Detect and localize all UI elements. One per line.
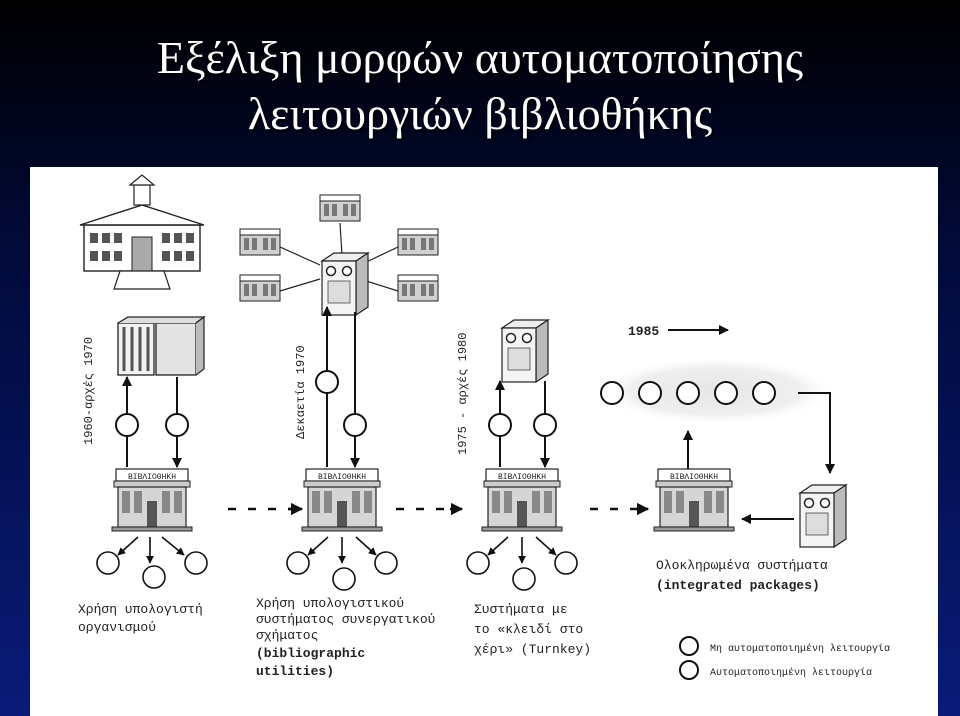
library-sign-4: ΒΙΒΛΙΟΘΗΚΗ [670, 473, 718, 482]
network-library-left-top [239, 228, 281, 256]
integrated-computer-icon [799, 484, 847, 548]
period-label-1970s: Δεκαετία 1970 [294, 345, 308, 439]
caption-organisation-computer: Χρήση υπολογιστή οργανισμού [78, 602, 211, 635]
caption-bibliographic-utilities: Χρήση υπολογιστικού συστήματος συνεργατι… [256, 596, 443, 679]
period-label-1985: 1985 [628, 324, 659, 339]
legend: Μη αυτοματοποιημένη λειτουργία Αυτοματοπ… [679, 636, 890, 680]
legend-automated-label: Αυτοματοποιημένη λειτουργία [710, 667, 872, 679]
title-line-1: Εξέλιξη μορφών αυτοματοποίησης [156, 32, 804, 83]
library-sign-2: ΒΙΒΛΙΟΘΗΚΗ [318, 473, 366, 482]
non-automated-functions [96, 536, 578, 591]
library-sign-3: ΒΙΒΛΙΟΘΗΚΗ [498, 473, 546, 482]
legend-automated-marker [679, 660, 699, 680]
organisation-building-icon [79, 174, 205, 290]
stage-3-flows [488, 380, 557, 468]
stage-2-flows [315, 306, 367, 468]
turnkey-computer-icon [501, 319, 549, 383]
stage-1-flows [115, 376, 189, 468]
legend-non-automated-marker [679, 636, 699, 656]
network-library-top [319, 194, 361, 222]
period-label-1975: 1975 - αρχές 1980 [456, 333, 470, 455]
utility-computer-icon [321, 252, 369, 316]
caption-turnkey-systems: Συστήματα με το «κλειδί στο χέρι» (Turnk… [474, 602, 591, 657]
network-library-right-top [397, 228, 439, 256]
network-library-right-bottom [397, 274, 439, 302]
mainframe-computer-icon [117, 315, 206, 376]
evolution-diagram: 1960-αρχές 1970 Δεκαετία 1970 1975 - αρχ… [78, 174, 890, 680]
legend-non-automated-label: Μη αυτοματοποιημένη λειτουργία [710, 643, 890, 655]
diagram-panel: 1960-αρχές 1970 Δεκαετία 1970 1975 - αρχ… [30, 167, 938, 716]
title-line-2: λειτουργιών βιβλιοθήκης [247, 88, 713, 139]
network-library-left-bottom [239, 274, 281, 302]
period-label-1960: 1960-αρχές 1970 [82, 337, 96, 445]
library-sign-1: ΒΙΒΛΙΟΘΗΚΗ [128, 473, 176, 482]
caption-integrated-packages: Ολοκληρωμένα συστήματα (integrated packa… [656, 558, 835, 593]
slide-title: Εξέλιξη μορφών αυτοματοποίησης λειτουργι… [0, 30, 960, 142]
integrated-automated-functions [600, 381, 776, 405]
